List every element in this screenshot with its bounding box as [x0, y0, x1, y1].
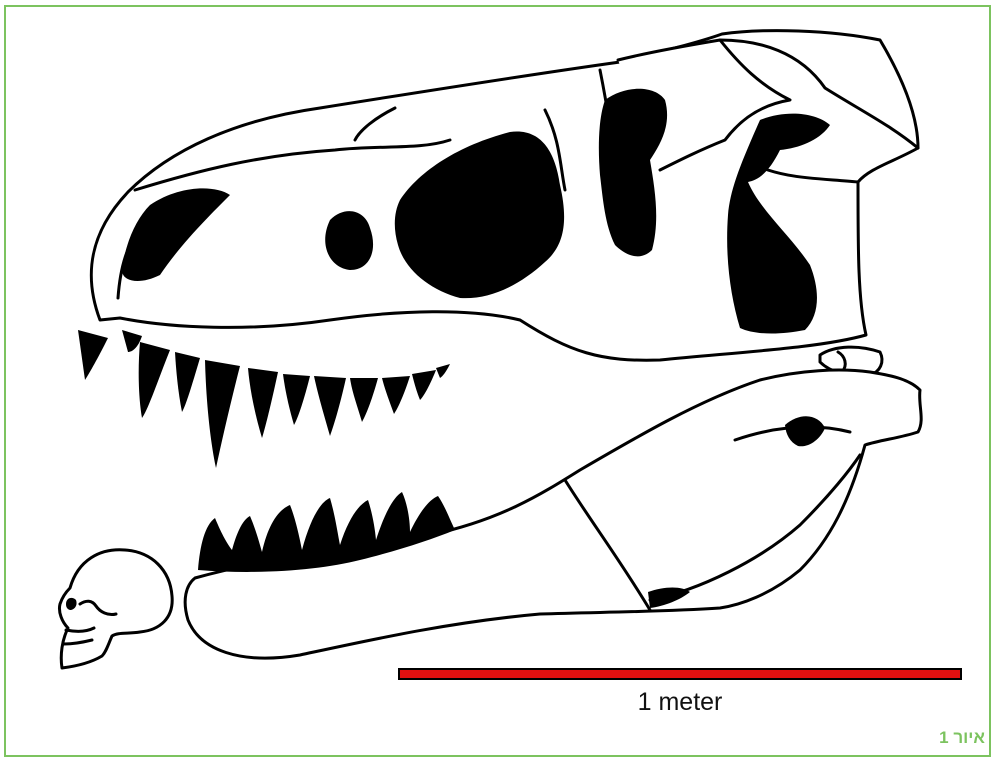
upper-tooth [122, 330, 142, 352]
figure-caption: איור 1 [939, 728, 985, 748]
upper-tooth [205, 360, 240, 468]
human-skull [59, 550, 172, 668]
upper-tooth [175, 352, 200, 412]
upper-tooth [283, 374, 310, 425]
upper-tooth [139, 342, 170, 418]
upper-tooth [436, 364, 450, 378]
human-cranium [59, 550, 172, 668]
upper-tooth [412, 370, 436, 400]
scale-bar [399, 669, 961, 679]
upper-tooth [314, 376, 346, 436]
upper-tooth [248, 368, 278, 438]
scale-bar-label: 1 meter [600, 688, 760, 717]
upper-tooth [78, 330, 108, 380]
upper-tooth [382, 376, 410, 414]
upper-tooth [350, 378, 378, 422]
trex-upper-teeth [78, 330, 450, 468]
